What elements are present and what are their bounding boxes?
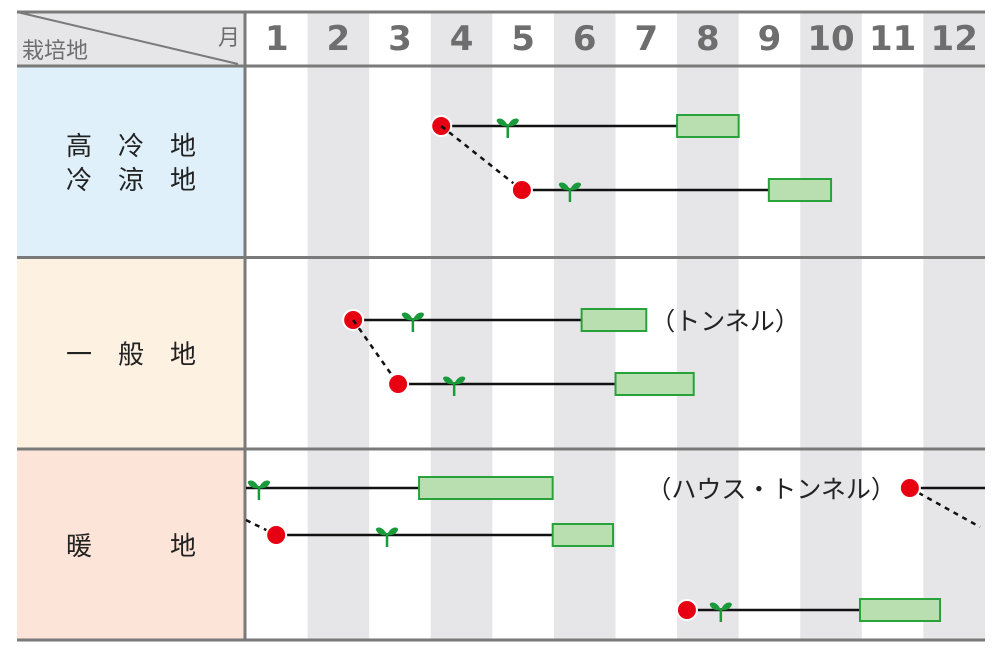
month-label: 8 [696, 19, 720, 59]
harvest-period-bar [418, 476, 554, 500]
schedule-note: （トンネル） [650, 307, 800, 336]
harvest-period-bar [580, 308, 648, 332]
region-label-cell [17, 257, 246, 449]
region-name: 冷 涼 地 [66, 166, 196, 196]
sprout-leaf [720, 602, 732, 611]
harvest-period-bar [676, 114, 740, 138]
sprout-leaf [401, 312, 413, 321]
sowing-marker [265, 524, 288, 546]
month-label: 3 [388, 19, 412, 59]
region-name: 一 般 地 [66, 340, 196, 370]
sprout-leaf [258, 480, 271, 489]
harvest-period-bar [767, 178, 833, 202]
month-label: 1 [265, 19, 289, 59]
schedule-note: （ハウス・トンネル） [646, 475, 896, 504]
harvest-period-bar [858, 598, 942, 622]
month-label: 5 [511, 19, 535, 59]
month-label: 4 [450, 19, 474, 59]
month-label: 12 [931, 19, 978, 59]
sowing-link-dashed [352, 319, 400, 385]
sprout-leaf [412, 312, 424, 321]
region-label-cell [17, 66, 246, 258]
sowing-marker [675, 599, 698, 621]
region-name: 暖 地 [66, 532, 196, 562]
sprout-leaf [507, 118, 519, 127]
sprout-planting-marker [247, 480, 271, 500]
sprout-leaf [387, 527, 399, 536]
sprout-leaf [569, 182, 582, 191]
month-label: 10 [807, 19, 854, 59]
corner-diagonal [16, 11, 239, 65]
month-label: 11 [869, 19, 916, 59]
sprout-leaf [496, 118, 508, 127]
grey-month-column [430, 12, 493, 640]
sprout-leaf [709, 602, 721, 611]
month-label: 6 [573, 19, 597, 59]
sprout-leaf [454, 376, 466, 385]
corner-row-label: 栽培地 [22, 39, 88, 64]
sowing-link-dashed [909, 486, 981, 529]
sowing-marker [898, 477, 921, 499]
sowing-link-dashed [440, 125, 523, 191]
harvest-period-bar [614, 372, 695, 396]
sprout-leaf [375, 527, 388, 536]
sprout-leaf [443, 376, 455, 385]
sowing-marker [387, 373, 410, 395]
grey-month-column [923, 12, 985, 640]
region-name: 高 冷 地 [66, 132, 196, 162]
grey-month-column [800, 12, 862, 640]
harvest-period-bar [551, 523, 615, 547]
month-label: 9 [758, 19, 782, 59]
corner-col-label: 月 [218, 26, 240, 51]
region-label-cell [17, 449, 246, 641]
sprout-planting-marker [443, 376, 466, 396]
sprout-planting-marker [401, 312, 424, 332]
sprout-leaf [558, 182, 570, 191]
month-label: 2 [327, 19, 351, 59]
sprout-planting-marker [709, 602, 732, 622]
sprout-planting-marker [375, 527, 399, 547]
sowing-marker [510, 179, 533, 201]
sprout-planting-marker [496, 118, 519, 138]
sprout-planting-marker [558, 182, 582, 202]
month-label: 7 [634, 19, 658, 59]
sprout-leaf [247, 480, 259, 489]
